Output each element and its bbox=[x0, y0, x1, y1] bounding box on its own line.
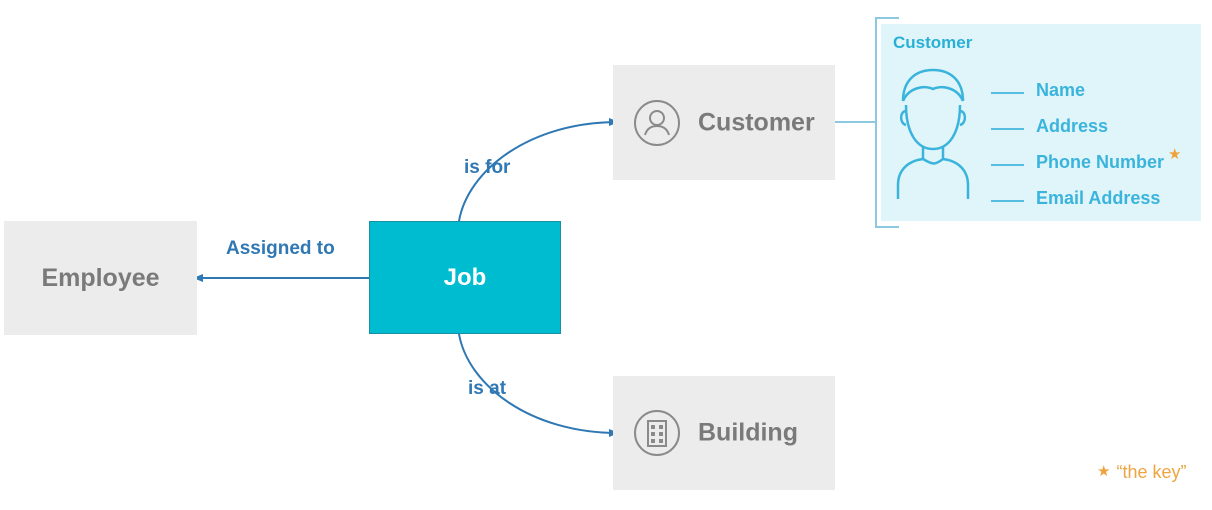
key-legend: ★ “the key” bbox=[1097, 462, 1186, 483]
edge-label-is-at: is at bbox=[468, 378, 507, 399]
job-label: Job bbox=[443, 263, 487, 291]
attribute-email-address: Email Address bbox=[991, 187, 1160, 209]
attribute-phone-number: Phone Number ★ bbox=[991, 146, 1181, 173]
building-label: Building bbox=[698, 418, 798, 447]
attribute-dash bbox=[991, 128, 1024, 130]
attribute-label: Email Address bbox=[1036, 187, 1161, 208]
edge-is-for bbox=[458, 118, 619, 222]
attribute-label: Phone Number bbox=[1036, 151, 1165, 172]
building-icon bbox=[634, 410, 680, 456]
employee-node[interactable]: Employee bbox=[4, 221, 197, 335]
customer-node[interactable]: Customer bbox=[613, 65, 835, 180]
attribute-dash bbox=[991, 92, 1024, 94]
edge-label-is-for: is for bbox=[464, 157, 511, 178]
attribute-address: Address bbox=[991, 115, 1108, 137]
edge-is-at bbox=[458, 333, 619, 437]
customer-detail-panel: Customer Name Address Phone Number ★ Ema… bbox=[881, 24, 1201, 221]
attribute-name: Name bbox=[991, 79, 1085, 101]
employee-label: Employee bbox=[41, 263, 160, 292]
customer-label: Customer bbox=[698, 108, 815, 136]
person-outline-icon bbox=[896, 68, 970, 199]
detail-bracket bbox=[875, 17, 899, 228]
attribute-dash bbox=[991, 164, 1024, 166]
attribute-label: Name bbox=[1036, 79, 1086, 100]
legend-text: “the key” bbox=[1116, 462, 1187, 482]
user-circle-icon bbox=[634, 99, 680, 146]
attribute-dash bbox=[991, 200, 1024, 202]
job-node[interactable]: Job bbox=[369, 221, 561, 334]
detail-title: Customer bbox=[893, 33, 973, 52]
building-node[interactable]: Building bbox=[613, 376, 835, 490]
legend-star-icon: ★ bbox=[1097, 463, 1111, 480]
key-star-icon: ★ bbox=[1168, 146, 1182, 163]
edge-label-assigned-to: Assigned to bbox=[226, 238, 335, 259]
attribute-label: Address bbox=[1036, 115, 1109, 136]
